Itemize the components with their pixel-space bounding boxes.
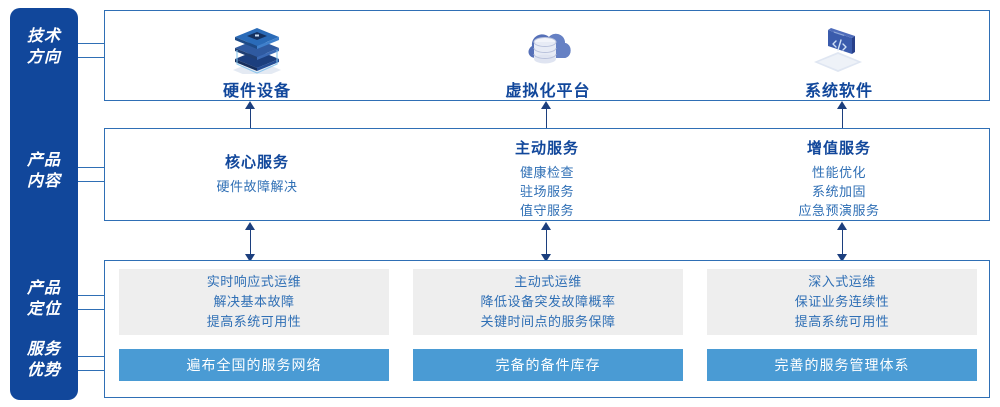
arrow-head-down-positioning-3 bbox=[837, 254, 847, 262]
arrow-shaft-positioning-1 bbox=[250, 226, 251, 256]
arrow-head-up-tech-2 bbox=[541, 101, 551, 109]
server-stack-icon bbox=[157, 19, 357, 75]
positioning-card-line: 降低设备突发故障概率 bbox=[480, 294, 616, 309]
stage-label-product-content: 产品 内容 bbox=[10, 150, 78, 192]
stage-label-line2: 方向 bbox=[26, 49, 61, 66]
stage-label-product-positioning: 产品 定位 bbox=[10, 278, 78, 320]
content-column-core[interactable]: 核心服务 硬件故障解决 bbox=[127, 151, 387, 196]
tech-item-label: 虚拟化平台 bbox=[505, 83, 591, 100]
connector-line-advantage-1 bbox=[78, 356, 106, 357]
content-column-item: 性能优化 bbox=[811, 165, 866, 180]
content-column-title: 主动服务 bbox=[514, 140, 579, 157]
content-column-proactive[interactable]: 主动服务 健康检查 驻场服务 值守服务 bbox=[417, 137, 677, 220]
positioning-card-proactive[interactable]: 主动式运维 降低设备突发故障概率 关键时间点的服务保障 bbox=[413, 269, 683, 335]
stage-label-line1: 技术 bbox=[26, 28, 61, 45]
arrow-shaft-tech-3 bbox=[842, 105, 843, 128]
content-column-item: 硬件故障解决 bbox=[216, 179, 298, 194]
arrow-shaft-positioning-3 bbox=[842, 226, 843, 256]
content-column-title: 增值服务 bbox=[806, 140, 871, 157]
connector-line-tech-1 bbox=[78, 43, 106, 44]
content-column-item: 应急预演服务 bbox=[798, 203, 880, 218]
positioning-card-line: 解决基本故障 bbox=[213, 294, 295, 309]
advantage-bar-management-system[interactable]: 完善的服务管理体系 bbox=[707, 349, 977, 381]
product-content-panel: 核心服务 硬件故障解决 主动服务 健康检查 驻场服务 值守服务 增值服务 性能优… bbox=[104, 128, 990, 221]
tech-item-virtualization[interactable]: 虚拟化平台 bbox=[448, 19, 648, 101]
tech-direction-panel: 硬件设备 虚拟化平台 bbox=[104, 10, 990, 101]
cloud-database-icon bbox=[448, 19, 648, 75]
tech-item-hardware[interactable]: 硬件设备 bbox=[157, 19, 357, 101]
stage-label-line2: 优势 bbox=[26, 362, 61, 379]
arrow-head-up-positioning-2 bbox=[541, 222, 551, 230]
content-column-item: 值守服务 bbox=[519, 203, 574, 218]
arrow-head-up-tech-1 bbox=[245, 101, 255, 109]
stage-label-line1: 服务 bbox=[26, 341, 61, 358]
arrow-head-up-positioning-3 bbox=[837, 222, 847, 230]
tech-item-system-software[interactable]: 系统软件 bbox=[739, 19, 939, 101]
arrow-shaft-tech-1 bbox=[250, 105, 251, 128]
stage-label-line1: 产品 bbox=[26, 280, 61, 297]
arrow-head-up-positioning-1 bbox=[245, 222, 255, 230]
connector-line-positioning-2 bbox=[78, 309, 106, 310]
positioning-card-line: 保证业务连续性 bbox=[794, 294, 890, 309]
stage-label-tech-direction: 技术 方向 bbox=[10, 26, 78, 68]
advantage-bar-spare-parts[interactable]: 完备的备件库存 bbox=[413, 349, 683, 381]
positioning-card-line: 实时响应式运维 bbox=[206, 274, 302, 289]
content-column-value-added[interactable]: 增值服务 性能优化 系统加固 应急预演服务 bbox=[709, 137, 969, 220]
arrow-shaft-tech-2 bbox=[546, 105, 547, 128]
connector-line-tech-2 bbox=[78, 57, 106, 58]
stage-label-line2: 内容 bbox=[26, 173, 61, 190]
tech-item-label: 系统软件 bbox=[804, 83, 873, 100]
stage-label-service-advantage: 服务 优势 bbox=[10, 339, 78, 381]
connector-line-advantage-2 bbox=[78, 370, 106, 371]
positioning-card-indepth[interactable]: 深入式运维 保证业务连续性 提高系统可用性 bbox=[707, 269, 977, 335]
connector-line-positioning-1 bbox=[78, 295, 106, 296]
arrow-shaft-positioning-2 bbox=[546, 226, 547, 256]
stage-rail bbox=[10, 8, 78, 400]
positioning-card-line: 关键时间点的服务保障 bbox=[480, 314, 616, 329]
connector-line-content-2 bbox=[78, 181, 106, 182]
positioning-card-line: 提高系统可用性 bbox=[206, 314, 302, 329]
content-column-item: 系统加固 bbox=[811, 184, 866, 199]
arrow-head-down-positioning-2 bbox=[541, 254, 551, 262]
content-column-item: 驻场服务 bbox=[519, 184, 574, 199]
connector-line-content-1 bbox=[78, 167, 106, 168]
positioning-advantage-panel: 实时响应式运维 解决基本故障 提高系统可用性 主动式运维 降低设备突发故障概率 … bbox=[104, 260, 990, 398]
advantage-bar-service-network[interactable]: 遍布全国的服务网络 bbox=[119, 349, 389, 381]
positioning-card-realtime[interactable]: 实时响应式运维 解决基本故障 提高系统可用性 bbox=[119, 269, 389, 335]
laptop-code-icon bbox=[739, 19, 939, 75]
positioning-card-line: 主动式运维 bbox=[514, 274, 582, 289]
stage-label-line1: 产品 bbox=[26, 152, 61, 169]
arrow-head-up-tech-3 bbox=[837, 101, 847, 109]
content-column-item: 健康检查 bbox=[519, 165, 574, 180]
positioning-card-line: 深入式运维 bbox=[808, 274, 876, 289]
content-column-title: 核心服务 bbox=[224, 154, 289, 171]
arrow-head-down-positioning-1 bbox=[245, 254, 255, 262]
stage-label-line2: 定位 bbox=[26, 301, 61, 318]
tech-item-label: 硬件设备 bbox=[222, 83, 291, 100]
positioning-card-line: 提高系统可用性 bbox=[794, 314, 890, 329]
